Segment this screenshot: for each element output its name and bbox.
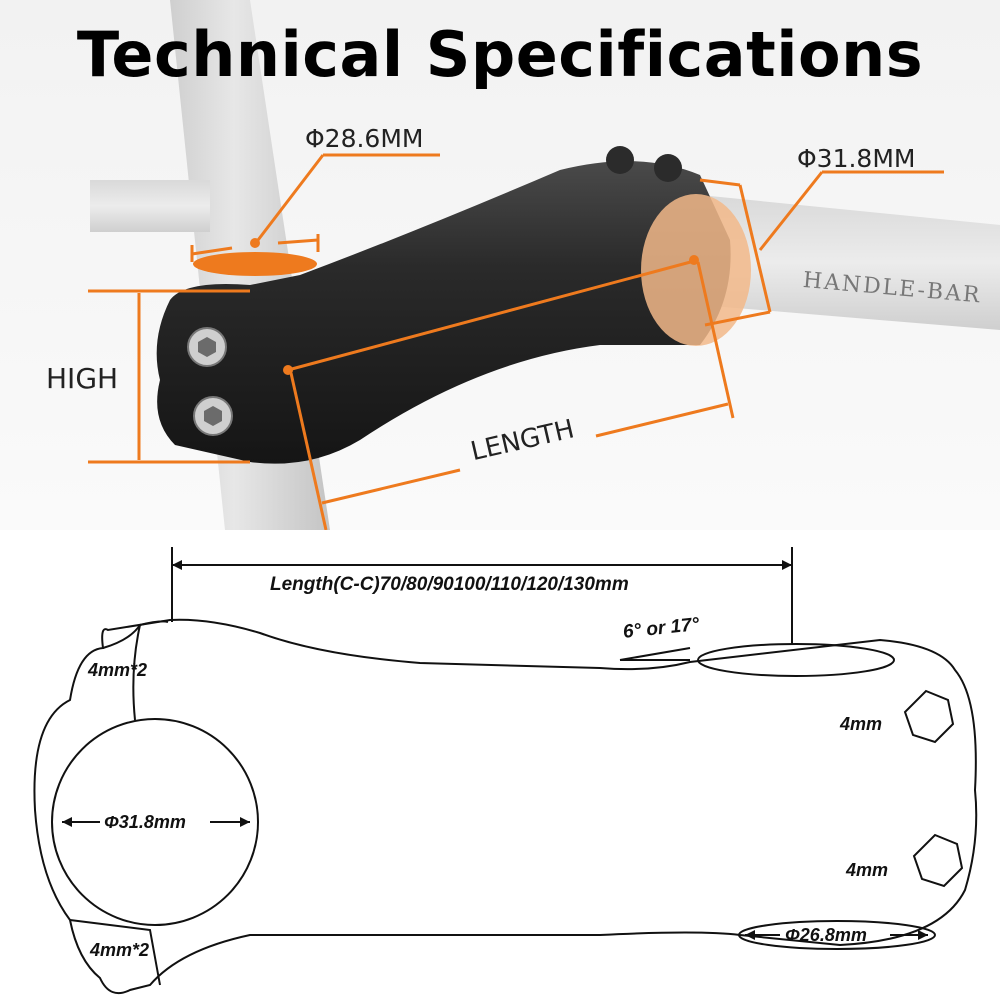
- bolt-right-top-label: 4mm: [840, 714, 883, 734]
- steerer-highlight: [193, 252, 317, 276]
- bolt-top-left-label: 4mm*2: [88, 660, 148, 680]
- bar-clamp-highlight: [641, 194, 751, 346]
- steerer-bottom-ellipse: [738, 920, 936, 950]
- bolt-right-bottom-label: 4mm: [846, 860, 889, 880]
- top-bolt-2: [654, 154, 682, 182]
- clamp-diameter-label: Φ31.8mm: [104, 812, 186, 832]
- bolt-bottom-left-label: 4mm*2: [90, 940, 150, 960]
- steerer-top-ellipse: [697, 643, 895, 677]
- bar-diameter-label: Φ31.8MM: [797, 144, 916, 173]
- stem-photo: [0, 0, 1000, 530]
- hex-bolt-lower: [912, 833, 964, 888]
- steerer-diameter-drawing-label: Φ26.8mm: [785, 925, 867, 945]
- high-label: HIGH: [46, 362, 119, 395]
- steerer-diameter-label: Φ28.6MM: [305, 124, 424, 153]
- clamp-circle: [51, 718, 259, 926]
- page-title: Technical Specifications: [76, 18, 924, 91]
- stem-technical-drawing: [0, 530, 1000, 1000]
- length-spec-label: Length(C-C)70/80/90100/110/120/130mm: [270, 574, 629, 595]
- top-bolt-1: [606, 146, 634, 174]
- hex-bolt-upper: [903, 689, 955, 744]
- handlebar-left: [90, 180, 210, 232]
- dimension-lines: [88, 153, 944, 530]
- stem-body: [156, 161, 731, 464]
